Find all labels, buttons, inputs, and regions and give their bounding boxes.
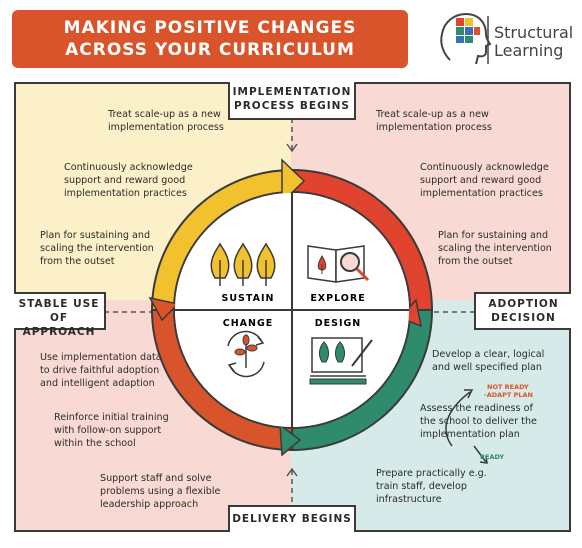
br-item-3-line-1: Prepare practically e.g. (376, 468, 487, 479)
br-item-2-line-1: Assess the readiness of (420, 403, 533, 414)
tr-item-2-line-1: Continuously acknowledge (420, 162, 549, 173)
stage-left-line-2: OF APPROACH (22, 312, 96, 338)
bl-item-1-line-3: and intelligent adaption (40, 378, 155, 389)
not-ready-label-2: -ADAPT PLAN (484, 391, 533, 399)
tl-item-2: Continuously acknowledge support and rew… (64, 161, 193, 200)
brain-head-icon (440, 12, 492, 65)
segment-label-change: CHANGE (223, 318, 274, 329)
bl-item-3-line-2: problems using a flexible (100, 486, 221, 497)
ring-segment-change (150, 309, 293, 452)
tr-item-1-line-1: Treat scale-up as a new (376, 109, 489, 120)
tr-item-3-line-2: scaling the intervention (438, 243, 552, 254)
bl-item-3-line-3: leadership approach (100, 499, 199, 510)
tr-item-3-line-1: Plan for sustaining and (438, 230, 549, 241)
trees-icon (210, 242, 276, 286)
tl-item-2-line-1: Continuously acknowledge (64, 162, 193, 173)
bl-item-3: Support staff and solve problems using a… (100, 472, 220, 511)
stage-top-line-1: IMPLEMENTATION (232, 86, 352, 98)
br-item-3-line-2: train staff, develop (376, 481, 467, 492)
blueprint-icon (309, 337, 373, 385)
tr-item-3-line-3: from the outset (438, 256, 513, 267)
bl-item-1-line-2: to drive faithful adoption (40, 365, 160, 376)
tr-item-2-line-3: implementation practices (420, 188, 543, 199)
br-item-2-line-3: implementation plan (420, 429, 520, 440)
tl-item-3-line-3: from the outset (40, 256, 115, 267)
title-line-2: ACROSS YOUR CURRICULUM (65, 40, 355, 60)
brand-name: Structural Learning (494, 24, 573, 60)
tl-item-1-line-1: Treat scale-up as a new (108, 109, 221, 120)
br-item-3: Prepare practically e.g. train staff, de… (376, 467, 487, 506)
bl-item-1-line-1: Use implementation data (40, 352, 162, 363)
bl-item-2-line-2: with follow-on support (54, 425, 162, 436)
tr-item-2-line-2: support and reward good (420, 175, 542, 186)
br-item-1-line-1: Develop a clear, logical (432, 349, 545, 360)
stage-stable-use: STABLE USE OF APPROACH (14, 292, 106, 338)
ready-label: READY (480, 453, 504, 461)
title-banner: MAKING POSITIVE CHANGES ACROSS YOUR CURR… (12, 10, 408, 68)
br-item-1-line-2: and well specified plan (432, 362, 542, 373)
stage-right-line-2: DECISION (491, 312, 556, 324)
book-magnifier-icon (307, 245, 370, 283)
tl-item-3-line-2: scaling the intervention (40, 243, 154, 254)
segment-label-sustain: SUSTAIN (222, 293, 275, 304)
bl-item-2-line-1: Reinforce initial training (54, 412, 169, 423)
bl-item-2: Reinforce initial training with follow-o… (54, 411, 169, 450)
brand-line-2: Learning (494, 41, 564, 60)
tr-item-1: Treat scale-up as a new implementation p… (376, 108, 492, 134)
stage-adoption-decision: ADOPTION DECISION (474, 292, 571, 330)
br-item-3-line-3: infrastructure (376, 494, 442, 505)
stage-delivery-begins: DELIVERY BEGINS (228, 505, 356, 532)
title-line-1: MAKING POSITIVE CHANGES (63, 18, 357, 38)
stage-left-line-1: STABLE USE (18, 298, 100, 310)
segment-label-design: DESIGN (315, 318, 362, 329)
stage-implementation-process-begins: IMPLEMENTATION PROCESS BEGINS (228, 82, 356, 120)
stage-right-line-1: ADOPTION (488, 298, 559, 310)
tl-item-3: Plan for sustaining and scaling the inte… (40, 229, 154, 268)
bl-item-1: Use implementation data to drive faithfu… (40, 351, 162, 390)
tl-item-1-line-2: implementation process (108, 122, 224, 133)
tl-item-2-line-2: support and reward good (64, 175, 186, 186)
tr-item-3: Plan for sustaining and scaling the inte… (438, 229, 552, 268)
tr-item-1-line-2: implementation process (376, 122, 492, 133)
br-item-2-line-2: the school to deliver the (420, 416, 537, 427)
not-ready-label-1: NOT READY (487, 383, 529, 391)
tl-item-2-line-3: implementation practices (64, 188, 187, 199)
bl-item-3-line-1: Support staff and solve (100, 473, 212, 484)
tl-item-3-line-1: Plan for sustaining and (40, 230, 151, 241)
tl-item-1: Treat scale-up as a new implementation p… (108, 108, 224, 134)
bl-item-2-line-3: within the school (54, 438, 136, 449)
stage-top-line-2: PROCESS BEGINS (234, 100, 350, 112)
brand-line-1: Structural (494, 23, 574, 42)
segment-label-explore: EXPLORE (310, 293, 365, 304)
cycle-sprout-icon (227, 330, 265, 378)
br-item-1: Develop a clear, logical and well specif… (432, 348, 544, 374)
tr-item-2: Continuously acknowledge support and rew… (420, 161, 549, 200)
br-item-2: Assess the readiness of the school to de… (420, 402, 537, 441)
